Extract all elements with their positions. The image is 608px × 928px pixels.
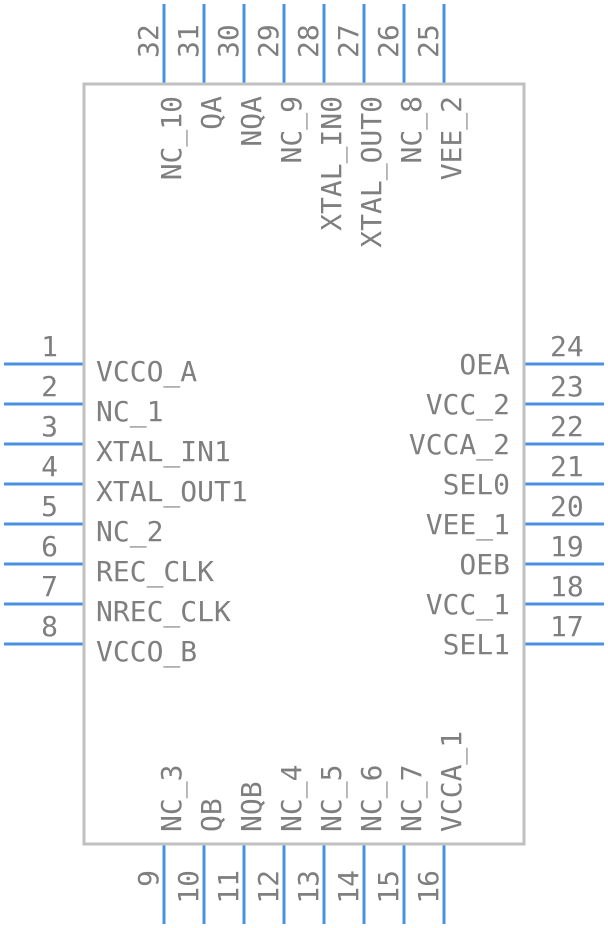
pin-label-27: XTAL_OUT0 [355,96,389,248]
pin-number-32: 32 [132,24,165,58]
pin-number-4: 4 [41,450,58,483]
pin-label-14: NC_6 [355,765,389,832]
pin-number-23: 23 [550,370,584,403]
pin-number-22: 22 [550,410,584,443]
pin-number-6: 6 [41,530,58,563]
ic-body [82,82,526,846]
pin-number-21: 21 [550,450,584,483]
pin-number-7: 7 [41,570,58,603]
pin-label-16: VCCA_1 [435,731,469,832]
pin-label-3: XTAL_IN1 [96,435,231,469]
pin-label-5: NC_2 [96,515,163,549]
pin-label-6: REC_CLK [96,555,214,589]
pin-label-2: NC_1 [96,395,163,429]
pin-label-25: VEE_2 [435,96,469,180]
pin-label-10: QB [195,798,228,832]
pin-number-18: 18 [550,570,584,603]
pin-label-4: XTAL_OUT1 [96,475,248,509]
pin-label-11: NQB [235,781,268,832]
pin-number-1: 1 [41,330,58,363]
pin-label-20: VEE_1 [426,508,510,542]
pin-number-5: 5 [41,490,58,523]
pin-label-17: SEL1 [443,628,510,661]
pin-label-7: NREC_CLK [96,595,231,629]
pin-number-16: 16 [412,870,445,904]
pin-number-24: 24 [550,330,584,363]
pin-number-12: 12 [252,870,285,904]
pin-number-31: 31 [172,24,205,58]
pin-label-23: VCC_2 [426,388,510,422]
pin-number-28: 28 [292,24,325,58]
pin-label-8: VCCO_B [96,635,197,669]
pin-number-15: 15 [372,870,405,904]
pin-label-13: NC_5 [315,765,349,832]
pin-number-3: 3 [41,410,58,443]
pins-layer [4,4,604,924]
pin-number-17: 17 [550,610,584,643]
pin-label-19: OEB [459,548,510,581]
pin-number-25: 25 [412,24,445,58]
pin-label-29: NC_9 [275,96,309,163]
pin-label-18: VCC_1 [426,588,510,622]
pin-label-28: XTAL_IN0 [315,96,349,231]
pin-number-20: 20 [550,490,584,523]
pin-label-26: NC_8 [395,96,429,163]
pin-label-9: NC_3 [155,765,189,832]
pin-number-26: 26 [372,24,405,58]
pin-number-11: 11 [212,870,245,904]
pin-number-8: 8 [41,610,58,643]
pin-number-29: 29 [252,24,285,58]
pin-label-22: VCCA_2 [409,428,510,462]
pin-label-12: NC_4 [275,765,309,832]
pin-label-21: SEL0 [443,468,510,501]
pin-number-2: 2 [41,370,58,403]
pin-label-1: VCCO_A [96,355,197,389]
pin-number-9: 9 [132,870,165,887]
pin-label-24: OEA [459,348,510,381]
pin-label-15: NC_7 [395,765,429,832]
pin-number-27: 27 [332,24,365,58]
pin-number-14: 14 [332,870,365,904]
pin-number-19: 19 [550,530,584,563]
pin-label-31: QA [195,96,228,130]
pin-label-30: NQA [235,96,268,147]
pin-number-13: 13 [292,870,325,904]
pin-number-30: 30 [212,24,245,58]
pin-number-10: 10 [172,870,205,904]
pin-label-32: NC_10 [155,96,189,180]
